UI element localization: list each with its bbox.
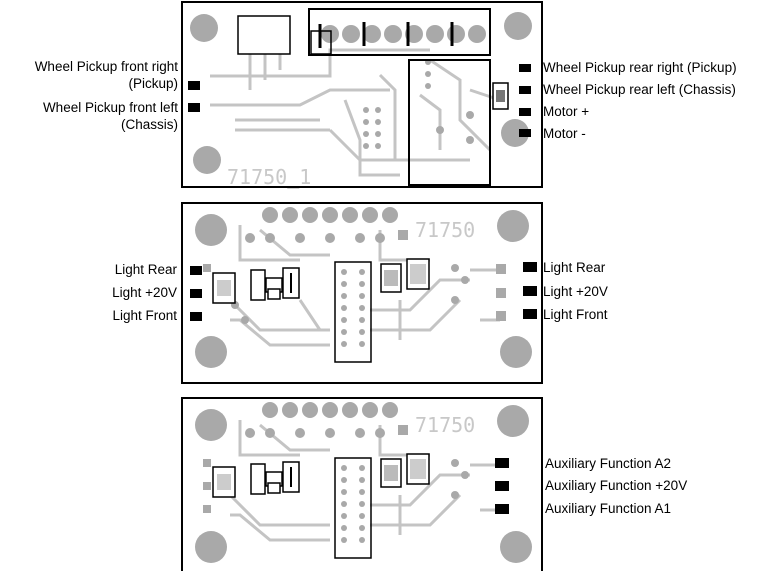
board-silkscreen: 71750_1 bbox=[227, 165, 311, 189]
pad bbox=[523, 309, 537, 319]
pad bbox=[495, 481, 509, 491]
pad bbox=[190, 266, 202, 275]
label-light-front-right: Light Front bbox=[543, 307, 608, 322]
pad bbox=[519, 129, 531, 137]
label-wheel-pickup-front-right: Wheel Pickup front right (Pickup) bbox=[34, 59, 178, 91]
pad bbox=[188, 103, 200, 112]
pad bbox=[523, 262, 537, 272]
pad bbox=[523, 286, 537, 296]
label-motor-plus: Motor + bbox=[543, 104, 590, 119]
label-light-rear-right: Light Rear bbox=[543, 260, 606, 275]
board-motor: 71750_1 bbox=[181, 1, 543, 189]
label-aux-a2: Auxiliary Function A2 bbox=[545, 456, 672, 471]
pad bbox=[519, 64, 531, 72]
label-light-front-left: Light Front bbox=[112, 308, 177, 323]
board-silkscreen: 71750 bbox=[415, 413, 475, 437]
pad bbox=[188, 81, 200, 90]
label-aux-20v: Auxiliary Function +20V bbox=[545, 478, 688, 493]
board-aux: 71750 bbox=[181, 397, 543, 571]
label-wheel-pickup-front-left: Wheel Pickup front left (Chassis) bbox=[42, 100, 178, 132]
label-aux-a1: Auxiliary Function A1 bbox=[545, 501, 672, 516]
board-light: 71750 bbox=[181, 202, 543, 384]
pad bbox=[519, 86, 531, 94]
label-light-rear-left: Light Rear bbox=[114, 262, 177, 277]
label-wheel-pickup-rear-left: Wheel Pickup rear left (Chassis) bbox=[543, 82, 736, 97]
pad bbox=[190, 312, 202, 321]
label-light-20v-right: Light +20V bbox=[543, 284, 608, 299]
board-silkscreen: 71750 bbox=[415, 218, 475, 242]
label-light-20v-left: Light +20V bbox=[112, 285, 177, 300]
label-wheel-pickup-rear-right: Wheel Pickup rear right (Pickup) bbox=[543, 60, 737, 75]
label-motor-minus: Motor - bbox=[543, 126, 586, 141]
pad bbox=[190, 289, 202, 298]
pad bbox=[495, 504, 509, 514]
pad bbox=[519, 108, 531, 116]
pad bbox=[495, 458, 509, 468]
